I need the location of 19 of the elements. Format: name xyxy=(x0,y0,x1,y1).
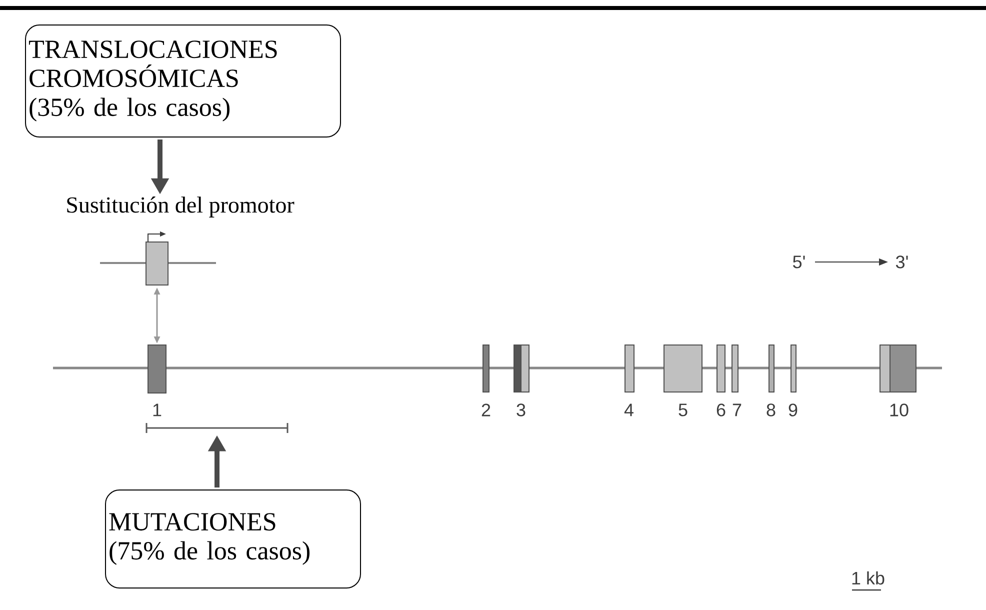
exon-number: 5 xyxy=(678,404,688,416)
exon-number: 8 xyxy=(766,404,776,416)
exon-box xyxy=(148,344,166,394)
callout-box: MUTACIONES (75% de los casos) xyxy=(105,490,361,588)
caption-text: Sustitución del promotor xyxy=(67,196,294,218)
exon-number: 9 xyxy=(788,404,798,416)
region-bar xyxy=(146,422,288,434)
exon-number: 1 xyxy=(153,404,162,416)
exon-number: 10 xyxy=(890,404,908,416)
prime-label: 3' xyxy=(896,256,908,268)
prime-label: 5' xyxy=(793,256,805,268)
scale-label: 1 kb xyxy=(852,571,884,585)
exon-number: 3 xyxy=(516,404,526,416)
exon-number: 2 xyxy=(482,404,490,416)
promoter-box xyxy=(146,231,168,286)
exon-number: 7 xyxy=(732,404,742,416)
callout-box: TRANSLOCACIONES CROMOSÓMICAS (35% de los casos) xyxy=(25,24,341,138)
exon-number: 4 xyxy=(624,404,634,416)
exon-number: 6 xyxy=(716,404,726,416)
